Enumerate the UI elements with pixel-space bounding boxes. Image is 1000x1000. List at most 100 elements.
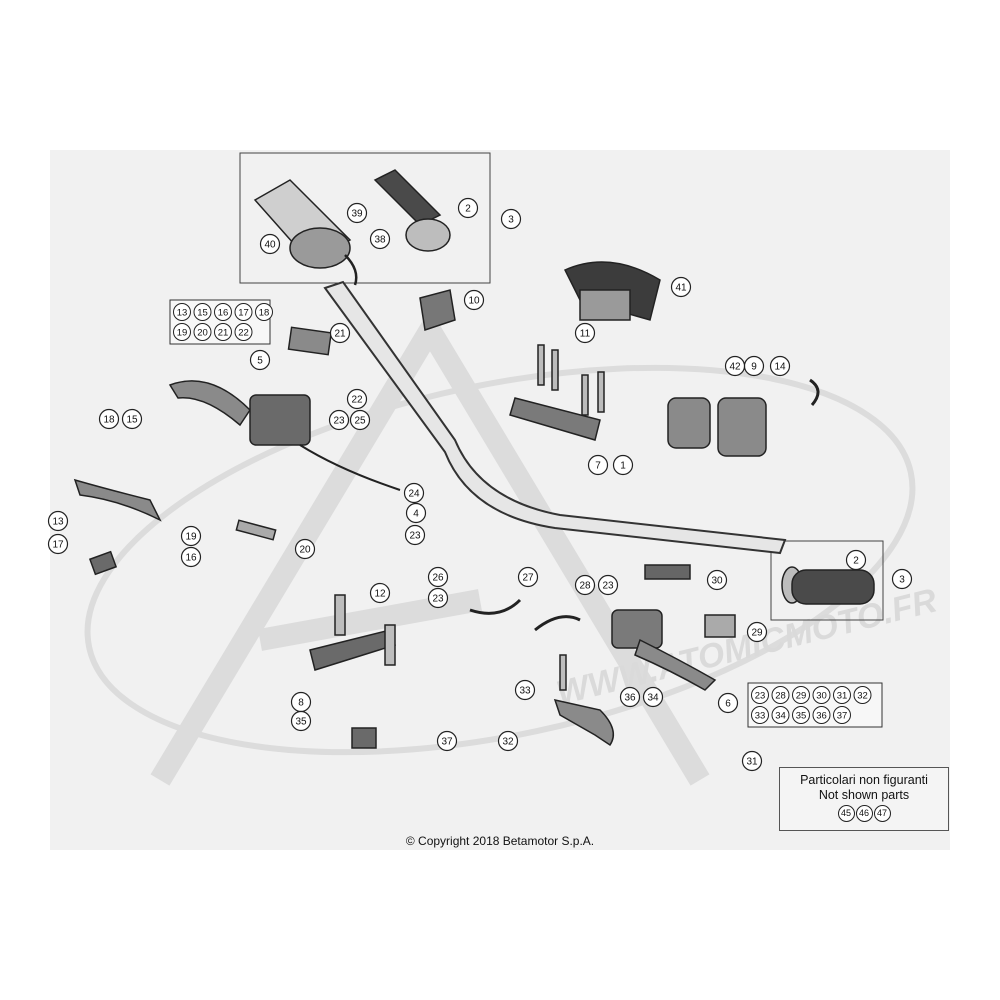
ref-badge: 46 bbox=[855, 805, 873, 822]
callout-28: 28 bbox=[574, 574, 596, 596]
callout-27: 27 bbox=[517, 566, 539, 588]
callout-29: 29 bbox=[746, 621, 768, 643]
ref-badge: 45 bbox=[837, 805, 855, 822]
callout-label: 2 bbox=[853, 556, 859, 567]
callout-label: 9 bbox=[751, 362, 757, 373]
callout-3: 3 bbox=[500, 208, 522, 230]
kit-part-label: 13 bbox=[177, 308, 188, 319]
callout-31: 31 bbox=[741, 750, 763, 772]
callout-label: 3 bbox=[508, 215, 514, 226]
kit-part-circle bbox=[214, 303, 232, 321]
kit-part-label: 16 bbox=[218, 308, 229, 319]
kit-part-label: 22 bbox=[238, 328, 249, 339]
kit-part-circle bbox=[792, 706, 810, 724]
callout-36: 36 bbox=[619, 686, 641, 708]
callout-34: 34 bbox=[642, 686, 664, 708]
callout-label: 24 bbox=[408, 489, 420, 500]
callout-14: 14 bbox=[769, 355, 791, 377]
callout-30: 30 bbox=[706, 569, 728, 591]
callout-label: 30 bbox=[711, 576, 723, 587]
notes-refs: 45 46 47 bbox=[780, 805, 948, 822]
callout-label: 27 bbox=[522, 573, 534, 584]
callout-label: 33 bbox=[519, 686, 531, 697]
callout-label: 20 bbox=[299, 545, 311, 556]
callout-label: 23 bbox=[602, 581, 614, 592]
callout-label: 23 bbox=[333, 416, 345, 427]
kit-part-circle bbox=[173, 303, 191, 321]
kit-part-label: 15 bbox=[197, 308, 208, 319]
callout-21: 21 bbox=[329, 322, 351, 344]
callout-40: 40 bbox=[259, 233, 281, 255]
right-grip-box bbox=[770, 540, 884, 621]
kit-part-circle bbox=[193, 303, 212, 321]
copyright-text: © Copyright 2018 Betamotor S.p.A. bbox=[405, 834, 595, 848]
kit-part-circle bbox=[812, 706, 831, 724]
callout-label: 23 bbox=[409, 531, 421, 542]
callout-20: 20 bbox=[294, 538, 316, 560]
kit-part-label: 29 bbox=[796, 691, 807, 702]
callout-label: 31 bbox=[746, 757, 758, 768]
callout-23: 23 bbox=[597, 574, 619, 596]
kit-part-circle bbox=[751, 686, 769, 704]
kit-part-circle bbox=[255, 303, 273, 321]
callout-label: 42 bbox=[729, 362, 741, 373]
kit-part-label: 36 bbox=[816, 711, 827, 722]
callout-23: 23 bbox=[427, 587, 449, 609]
callout-label: 36 bbox=[624, 693, 636, 704]
kit-part-label: 23 bbox=[755, 691, 766, 702]
callout-9: 9 bbox=[743, 355, 765, 377]
callout-label: 41 bbox=[675, 283, 687, 294]
clutch-master-cylinder bbox=[168, 326, 401, 491]
kit-part-label: 33 bbox=[755, 711, 766, 722]
callout-26: 26 bbox=[427, 566, 449, 588]
lower-components bbox=[309, 564, 736, 749]
kit-part-label: 34 bbox=[775, 711, 786, 722]
kit-part-circle bbox=[193, 323, 212, 341]
switch-group bbox=[667, 378, 820, 457]
callout-label: 4 bbox=[413, 509, 419, 520]
left-lever bbox=[73, 478, 277, 576]
callout-label: 16 bbox=[185, 553, 197, 564]
callout-23: 23 bbox=[328, 409, 350, 431]
right-grip bbox=[781, 566, 875, 605]
callout-19: 19 bbox=[180, 525, 202, 547]
callout-16: 16 bbox=[180, 546, 202, 568]
callout-3: 3 bbox=[891, 568, 913, 590]
callout-label: 1 bbox=[620, 461, 626, 472]
callout-37: 37 bbox=[436, 730, 458, 752]
kit-part-circle bbox=[214, 323, 232, 341]
callout-35: 35 bbox=[290, 710, 312, 732]
callout-5: 5 bbox=[249, 349, 271, 371]
kit-part-circle bbox=[771, 686, 790, 704]
callout-42: 42 bbox=[724, 355, 746, 377]
kit-part-label: 31 bbox=[837, 691, 848, 702]
cable-holder bbox=[419, 289, 456, 331]
callout-10: 10 bbox=[463, 289, 485, 311]
kit-part-circle bbox=[812, 686, 831, 704]
callout-label: 18 bbox=[103, 415, 115, 426]
callout-39: 39 bbox=[346, 202, 368, 224]
kit-part-circle bbox=[833, 686, 851, 704]
callout-label: 34 bbox=[647, 693, 659, 704]
kit-part-circle bbox=[234, 323, 253, 341]
grip-kit-box bbox=[239, 152, 491, 284]
callout-13: 13 bbox=[47, 510, 69, 532]
callout-2: 2 bbox=[845, 549, 867, 571]
callout-label: 26 bbox=[432, 573, 444, 584]
callout-24: 24 bbox=[403, 482, 425, 504]
callout-1: 1 bbox=[612, 454, 634, 476]
kit-part-circle bbox=[173, 323, 191, 341]
callout-label: 11 bbox=[580, 329, 591, 340]
callout-label: 29 bbox=[751, 628, 763, 639]
kit-part-circle bbox=[751, 706, 769, 724]
callout-label: 39 bbox=[351, 209, 363, 220]
throttle-assembly bbox=[253, 169, 451, 286]
kit-part-circle bbox=[833, 706, 851, 724]
kit-part-label: 37 bbox=[837, 711, 848, 722]
kit-part-label: 18 bbox=[259, 308, 270, 319]
kit-part-label: 35 bbox=[796, 711, 807, 722]
watermark bbox=[84, 308, 916, 786]
